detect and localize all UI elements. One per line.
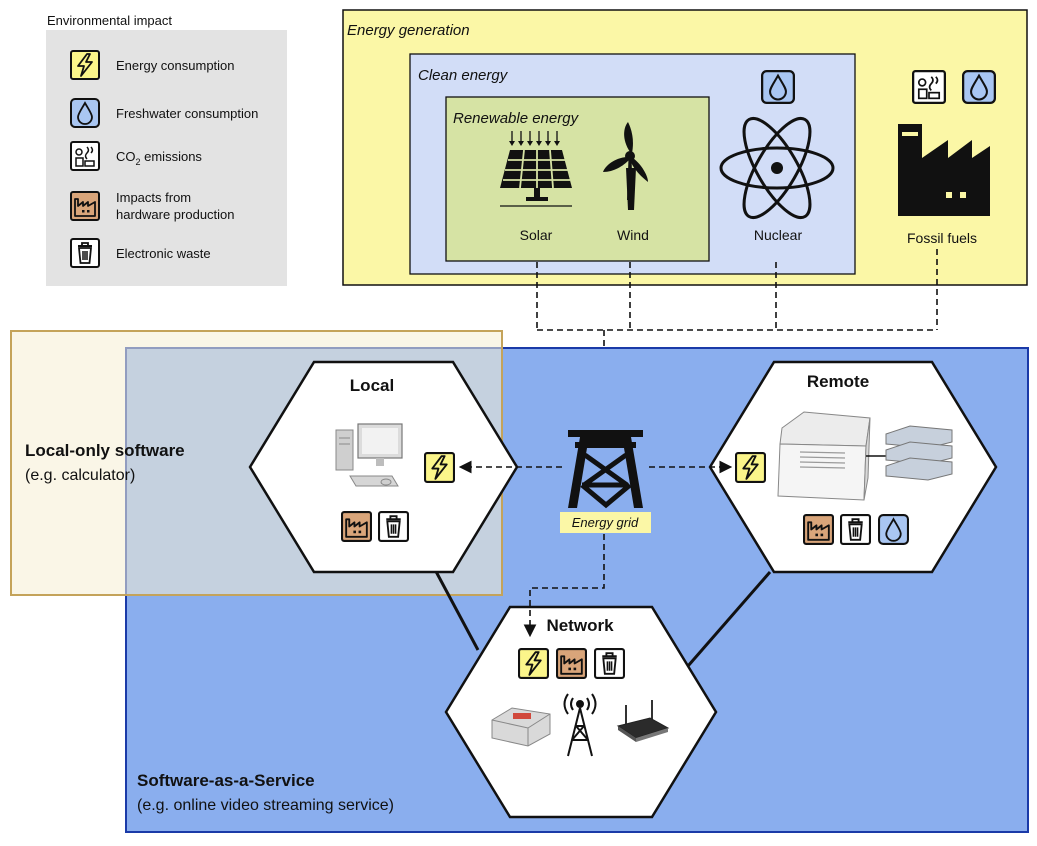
radio-tower-icon [563, 693, 597, 757]
wind-turbine-icon [603, 122, 648, 210]
local-only-title: Local-only software [25, 441, 185, 460]
solar-label: Solar [520, 227, 553, 243]
energy-icon [70, 50, 100, 80]
server-icon [777, 411, 871, 501]
energy-icon [424, 452, 455, 483]
network-switch-icon [491, 707, 551, 747]
factory-silhouette-icon [898, 124, 990, 216]
nuclear-label: Nuclear [754, 227, 803, 243]
energy-grid-label: Energy grid [572, 515, 639, 530]
water-drop-icon [70, 98, 100, 128]
network-title: Network [546, 616, 614, 635]
remote-title: Remote [807, 372, 869, 391]
saas-title: Software-as-a-Service [137, 771, 315, 790]
local-only-example: (e.g. calculator) [25, 467, 135, 484]
network-node: Network [444, 605, 718, 819]
legend-water-label: Freshwater consumption [116, 106, 258, 121]
energy-icon [518, 648, 549, 679]
legend-co2-main: CO [116, 149, 136, 164]
remote-network-link [686, 571, 772, 667]
saas-example: (e.g. online video streaming service) [137, 797, 394, 814]
co2-icon [912, 70, 946, 104]
legend-trash-label: Electronic waste [116, 246, 211, 261]
co2-icon [70, 141, 100, 171]
rack-server-icon [885, 425, 953, 481]
legend-co2-label: CO2 emissions [116, 149, 202, 167]
trash-icon [594, 648, 625, 679]
grid-distribution-arrows [458, 460, 733, 638]
remote-node: Remote [708, 360, 998, 574]
trash-icon [70, 238, 100, 268]
solar-panel-icon [500, 131, 572, 207]
legend-energy-label: Energy consumption [116, 58, 235, 73]
desktop-computer-icon [335, 423, 403, 487]
factory-icon [341, 511, 372, 542]
energy-grid-tower-icon [568, 430, 643, 509]
factory-icon [803, 514, 834, 545]
water-drop-icon [761, 70, 795, 104]
trash-icon [840, 514, 871, 545]
wifi-router-icon [616, 700, 670, 742]
renewable-energy-box [445, 96, 710, 262]
legend-co2-sub: 2 [136, 157, 141, 167]
water-drop-icon [962, 70, 996, 104]
trash-icon [378, 511, 409, 542]
energy-icon [735, 452, 766, 483]
atom-icon [719, 116, 835, 220]
energy-grid-label-bg [560, 512, 651, 533]
energy-generation-region: Energy generation Clean energy Renewable… [342, 9, 1028, 286]
water-drop-icon [878, 514, 909, 545]
local-node: Local [248, 360, 519, 574]
factory-icon [70, 191, 100, 221]
renewable-energy-label: Renewable energy [453, 110, 580, 127]
wind-label: Wind [617, 227, 649, 243]
legend: Environmental impact Energy consumption … [46, 13, 287, 286]
clean-energy-label: Clean energy [418, 67, 509, 84]
fossil-fuels-label: Fossil fuels [907, 230, 977, 246]
legend-factory-line1: Impacts from [116, 190, 191, 205]
legend-title: Environmental impact [47, 13, 172, 28]
legend-co2-rest: emissions [141, 149, 203, 164]
factory-icon [556, 648, 587, 679]
legend-factory-line2: hardware production [116, 207, 235, 222]
local-title: Local [350, 376, 394, 395]
energy-generation-label: Energy generation [347, 22, 470, 39]
local-network-link [430, 563, 480, 651]
